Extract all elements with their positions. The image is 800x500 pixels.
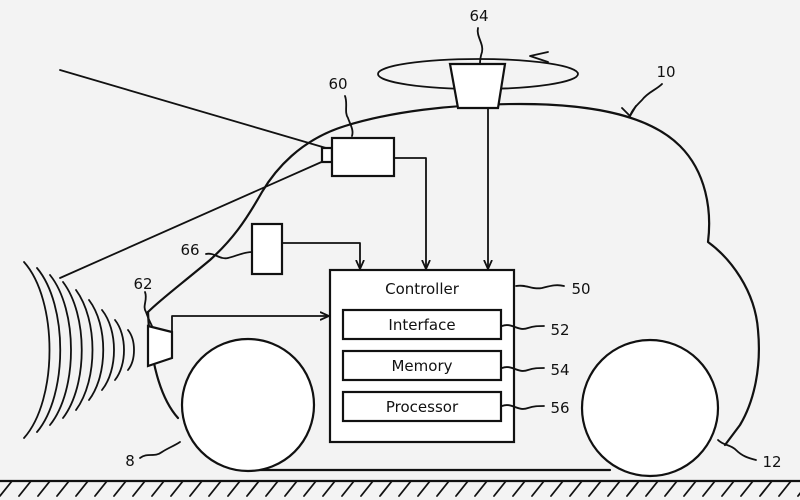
leader-lines [139, 27, 757, 461]
controller-label: Controller [385, 280, 460, 298]
hatch-line [759, 480, 773, 497]
hatch-line [341, 480, 355, 497]
processor-box [341, 390, 503, 423]
hatch-line [550, 480, 564, 497]
interface-label: Interface [388, 316, 455, 334]
ref-8: 8 [125, 452, 135, 470]
ref-52: 52 [550, 321, 569, 339]
hatch-line [170, 480, 184, 497]
ref-54: 54 [550, 361, 569, 379]
hatch-line [683, 480, 697, 497]
lidar-unit [448, 62, 507, 110]
vehicle-body [146, 102, 760, 447]
wheel-left [180, 337, 316, 473]
ref-60: 60 [328, 75, 347, 93]
interface-box [341, 308, 503, 341]
hatch-line [493, 480, 507, 497]
hatch-line [56, 480, 70, 497]
hatch-line [246, 480, 260, 497]
processor-label: Processor [386, 398, 459, 416]
hatch-line [303, 480, 317, 497]
hatch-line [0, 480, 13, 497]
memory-label: Memory [391, 357, 452, 375]
hatch-line [664, 480, 678, 497]
ground [0, 479, 800, 497]
hatch-line [512, 480, 526, 497]
camera-to-controller-arrow [393, 157, 426, 268]
hatch-line [702, 480, 716, 497]
hatch-line [645, 480, 659, 497]
hatch-line [284, 480, 298, 497]
hatch-line [588, 480, 602, 497]
hatch-line [151, 480, 165, 497]
hatch-line [778, 480, 792, 497]
hatch-line [322, 480, 336, 497]
hatch-line [721, 480, 735, 497]
camera-lens [320, 146, 334, 164]
hatch-line [94, 480, 108, 497]
ultrasonic-to-controller-arrow [171, 316, 328, 333]
sensor-box [250, 222, 284, 276]
memory-box [341, 349, 503, 382]
hatch-line [740, 480, 754, 497]
hatch-line [75, 480, 89, 497]
hatch-line [607, 480, 621, 497]
hatch-line [113, 480, 127, 497]
camera [330, 136, 396, 178]
hatch-line [531, 480, 545, 497]
hatch-line [626, 480, 640, 497]
hatch-line [265, 480, 279, 497]
lidar-rotation-arrow [529, 51, 549, 63]
hatch-line [379, 480, 393, 497]
hatch-line [37, 480, 51, 497]
hatch-line [208, 480, 222, 497]
hatch-line [398, 480, 412, 497]
hatch-line [132, 480, 146, 497]
hatch-line [417, 480, 431, 497]
camera-fov-lower [59, 159, 327, 279]
ref-50: 50 [571, 280, 590, 298]
ref-10: 10 [656, 63, 675, 81]
ref-62: 62 [133, 275, 152, 293]
sensor-box-to-controller-arrow [281, 242, 360, 268]
hatch-line [189, 480, 203, 497]
ground-hatching [0, 480, 800, 497]
ref-12: 12 [762, 453, 781, 471]
camera-fov-upper [59, 69, 327, 149]
hatch-line [569, 480, 583, 497]
ultrasonic-sensor [146, 324, 174, 368]
hatch-line [227, 480, 241, 497]
ref-66: 66 [180, 241, 199, 259]
hatch-line [360, 480, 374, 497]
hatch-line [436, 480, 450, 497]
wheel-right [580, 338, 720, 478]
ref-56: 56 [550, 399, 569, 417]
sound-waves [23, 261, 135, 439]
ref-64: 64 [469, 7, 488, 25]
hatch-line [474, 480, 488, 497]
hatch-line [455, 480, 469, 497]
hatch-line [18, 480, 32, 497]
